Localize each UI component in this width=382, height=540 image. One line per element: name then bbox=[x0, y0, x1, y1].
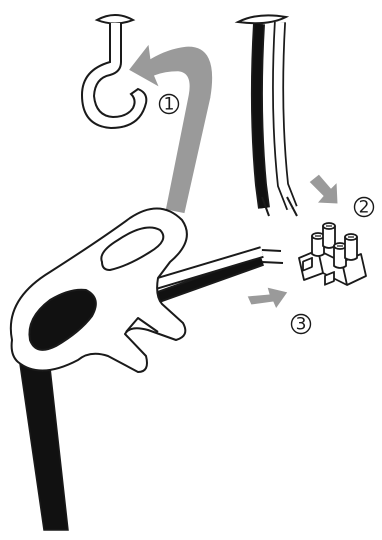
terminal-block-icon bbox=[299, 223, 366, 285]
step-1-marker: 1 bbox=[160, 95, 179, 115]
ceiling-wires-icon bbox=[238, 15, 297, 216]
step-2-arrow bbox=[309, 174, 338, 204]
lamp-cord-icon bbox=[18, 350, 68, 530]
step-3-arrow bbox=[247, 287, 288, 309]
step-1-number: 1 bbox=[164, 95, 175, 115]
step-2-marker: 2 bbox=[355, 198, 374, 218]
step-1-arrow bbox=[128, 43, 213, 214]
step-3-number: 3 bbox=[296, 315, 307, 335]
step-2-number: 2 bbox=[359, 198, 370, 218]
step-3-marker: 3 bbox=[292, 315, 311, 335]
